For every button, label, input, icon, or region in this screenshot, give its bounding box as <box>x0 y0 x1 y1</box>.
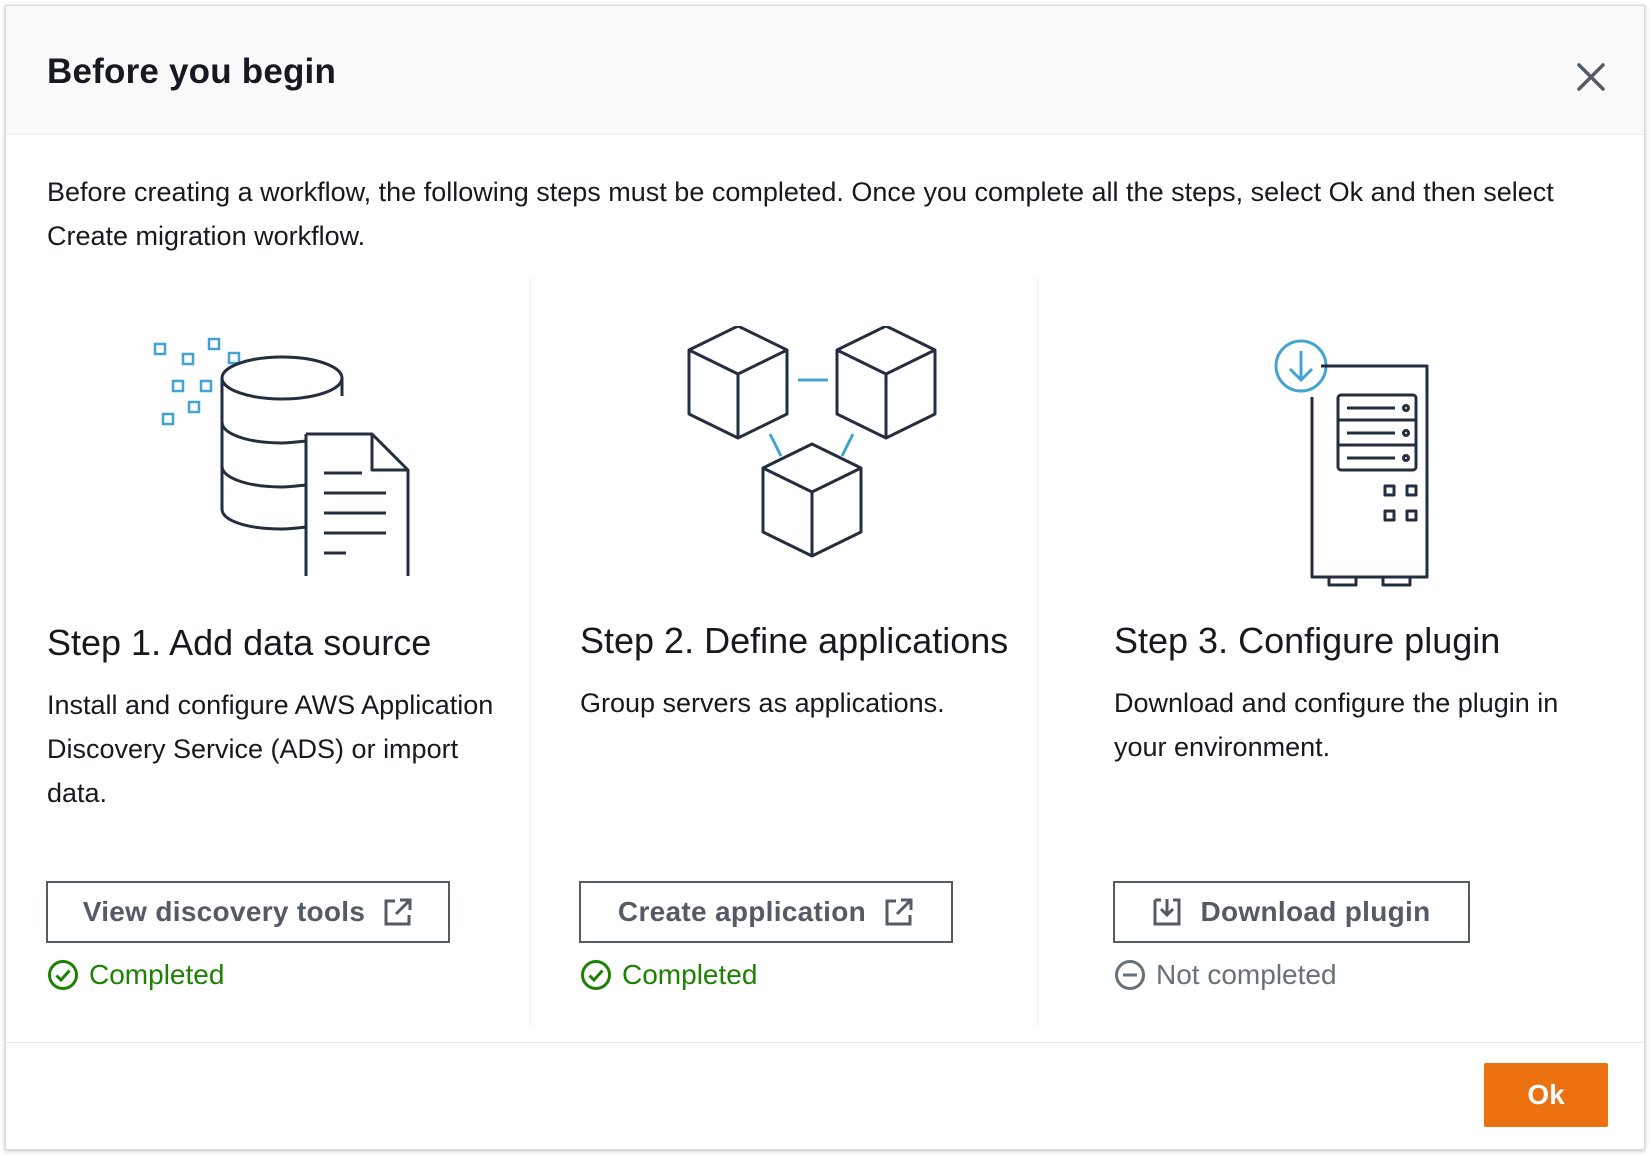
step-title: Step 2. Define applications <box>580 620 1009 661</box>
close-button[interactable] <box>1571 57 1611 97</box>
status-text: Completed <box>622 959 758 990</box>
create-application-button[interactable]: Create application <box>579 881 953 943</box>
check-circle-icon <box>48 960 78 990</box>
external-link-icon <box>384 898 412 926</box>
server-download-illustration <box>1274 339 1429 587</box>
download-plugin-button[interactable]: Download plugin <box>1113 881 1470 943</box>
status-completed: Completed <box>47 959 224 991</box>
check-circle-icon <box>581 960 611 990</box>
ok-button[interactable]: Ok <box>1484 1063 1608 1127</box>
download-icon <box>1153 898 1181 926</box>
step-description: Install and configure AWS Application Di… <box>47 690 494 808</box>
status-text: Completed <box>89 959 225 990</box>
database-document-illustration <box>153 337 410 576</box>
step-description: Group servers as applications. <box>580 688 945 718</box>
footer-divider <box>6 1042 1644 1043</box>
close-icon <box>1577 63 1605 91</box>
before-you-begin-dialog: Before you begin Before creating a workf… <box>5 5 1645 1150</box>
step-description: Download and configure the plugin in you… <box>1114 688 1559 762</box>
button-label: Download plugin <box>1200 896 1431 927</box>
minus-circle-icon <box>1115 960 1145 990</box>
step-title: Step 1. Add data source <box>47 622 432 663</box>
connected-cubes-illustration <box>687 326 937 558</box>
dialog-header: Before you begin <box>6 6 1644 135</box>
column-divider <box>530 278 531 1026</box>
dialog-title: Before you begin <box>47 52 337 91</box>
intro-text: Before creating a workflow, the followin… <box>47 177 1554 251</box>
status-not-completed: Not completed <box>1114 959 1337 991</box>
button-label: View discovery tools <box>82 896 366 927</box>
status-text: Not completed <box>1156 959 1337 990</box>
status-completed: Completed <box>580 959 757 991</box>
external-link-icon <box>885 898 913 926</box>
button-label: Create application <box>617 896 867 927</box>
column-divider <box>1037 278 1038 1026</box>
view-discovery-tools-button[interactable]: View discovery tools <box>46 881 450 943</box>
step-title: Step 3. Configure plugin <box>1114 620 1501 661</box>
